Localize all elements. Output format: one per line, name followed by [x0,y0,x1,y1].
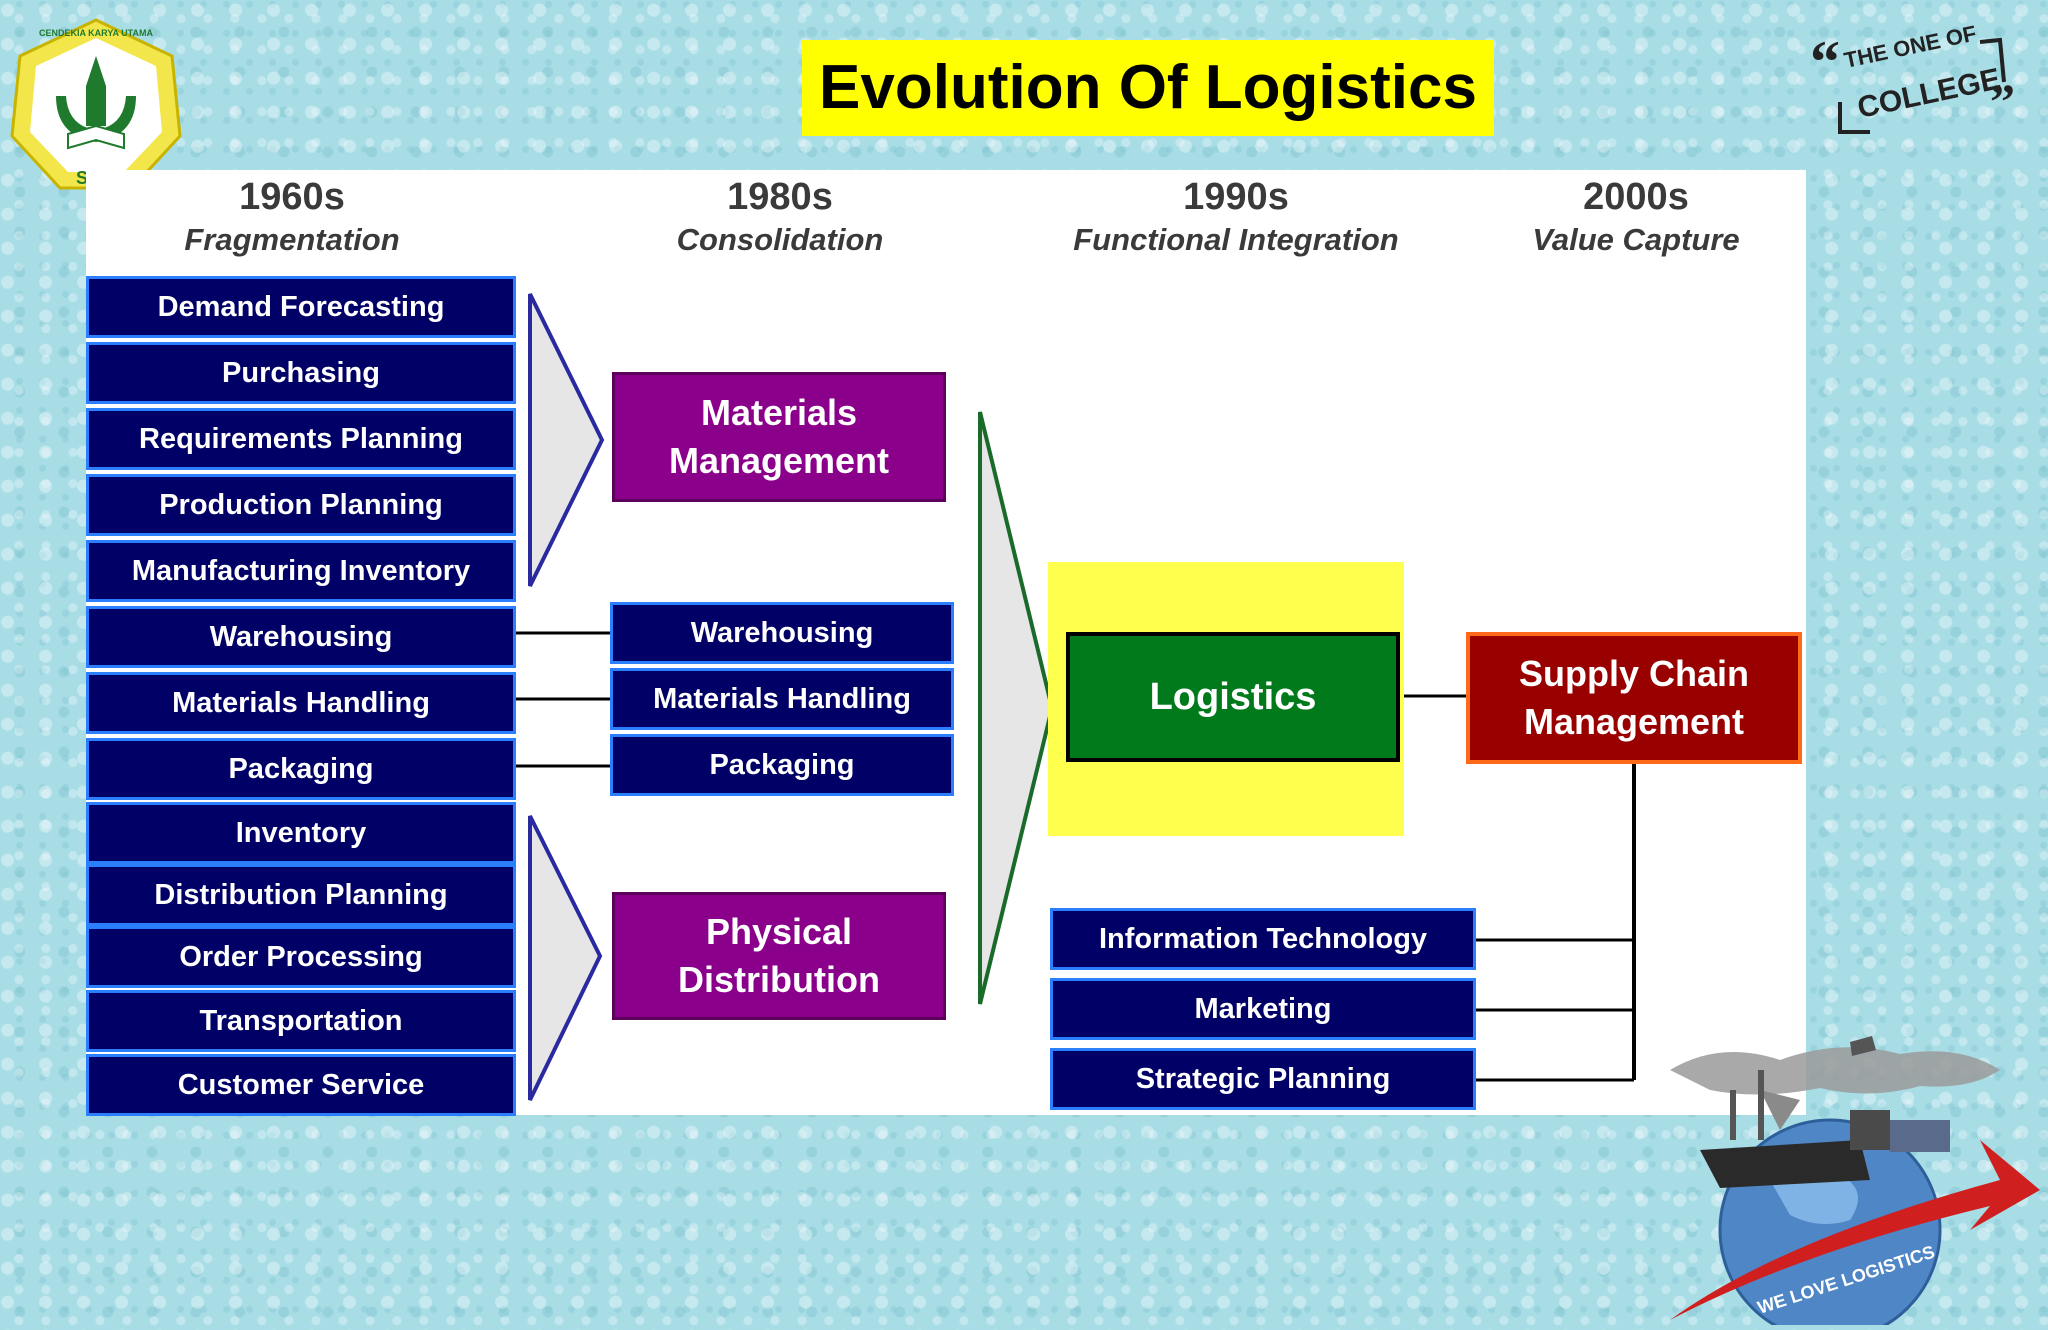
chevron-to-materials-management [528,293,605,587]
era-phase: Value Capture [1532,222,1740,257]
era-1960s: 1960s Fragmentation [82,174,502,260]
fragmentation-item: Manufacturing Inventory [86,540,516,602]
era-phase: Consolidation [676,222,884,257]
fragmentation-item: Purchasing [86,342,516,404]
fragmentation-item: Order Processing [86,926,516,988]
support-information-technology: Information Technology [1050,908,1476,970]
svg-text:“: “ [1810,29,1840,95]
chevron-to-logistics [978,411,1055,1005]
fragmentation-item: Demand Forecasting [86,276,516,338]
diagram-panel: 1960s Fragmentation 1980s Consolidation … [86,170,1806,1116]
fragmentation-item: Materials Handling [86,672,516,734]
era-phase: Fragmentation [184,222,400,257]
chevron-to-physical-distribution [528,815,603,1101]
era-1990s: 1990s Functional Integration [1026,174,1446,260]
college-logo: “ ” THE ONE OF COLLEGE [1800,20,2020,142]
support-strategic-planning: Strategic Planning [1050,1048,1476,1110]
fragmentation-item: Transportation [86,990,516,1052]
college-line1: THE ONE OF [1842,22,1979,73]
stie-arc-text: CENDEKIA KARYA UTAMA [39,28,154,38]
materials-management-box: Materials Management [612,372,946,502]
support-marketing: Marketing [1050,978,1476,1040]
svg-text:”: ” [1990,73,2015,129]
fragmentation-item: Production Planning [86,474,516,536]
fragmentation-item: Packaging [86,738,516,800]
era-year: 1960s [239,176,345,218]
era-year: 1990s [1183,176,1289,218]
era-year: 1980s [727,176,833,218]
fragmentation-item: Customer Service [86,1054,516,1116]
era-year: 2000s [1583,176,1689,218]
era-1980s: 1980s Consolidation [570,174,990,260]
era-phase: Functional Integration [1073,222,1399,257]
we-love-logistics-logo: WE LOVE LOGISTICS [1640,1030,2040,1330]
page-title: Evolution Of Logistics [802,40,1494,136]
fragmentation-item: Inventory [86,802,516,864]
consolidation-materials-handling: Materials Handling [610,668,954,730]
consolidation-packaging: Packaging [610,734,954,796]
stie-logo: STIE CENDEKIA KARYA UTAMA [4,16,188,196]
logistics-box: Logistics [1066,632,1400,762]
connector-layer [514,293,1636,1101]
fragmentation-item: Warehousing [86,606,516,668]
era-2000s: 2000s Value Capture [1426,174,1846,260]
fragmentation-item: Distribution Planning [86,864,516,926]
consolidation-warehousing: Warehousing [610,602,954,664]
fragmentation-item: Requirements Planning [86,408,516,470]
supply-chain-management-box: Supply Chain Management [1466,632,1802,764]
physical-distribution-box: Physical Distribution [612,892,946,1020]
college-line2: COLLEGE [1855,62,2004,124]
